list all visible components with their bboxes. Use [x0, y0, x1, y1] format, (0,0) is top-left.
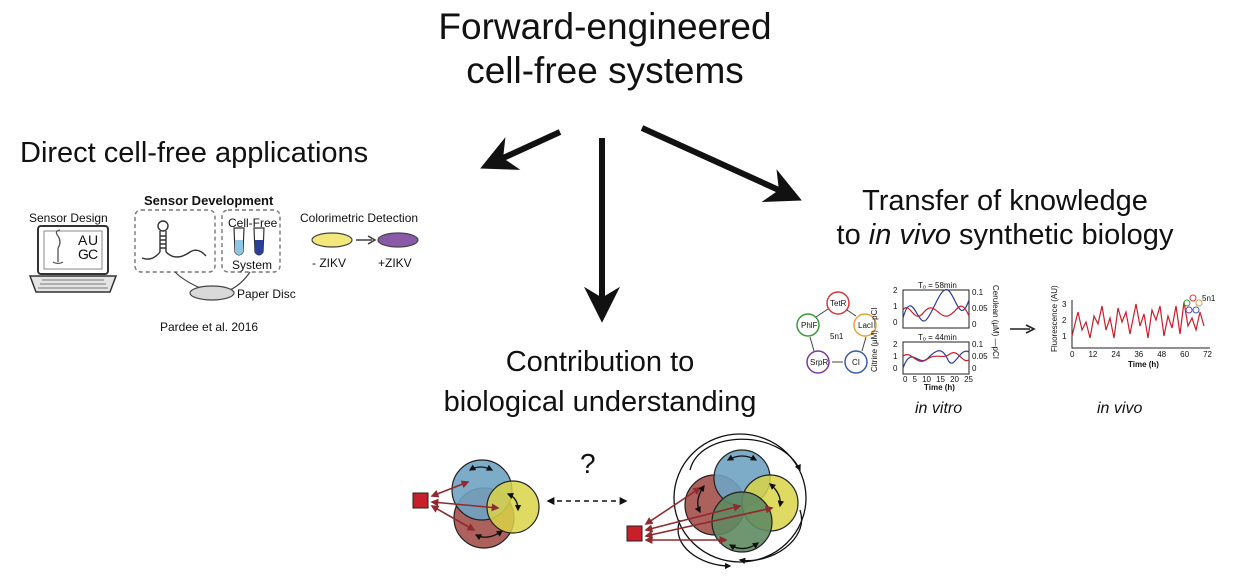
bottom-y-tick-1: 1 [893, 352, 898, 361]
top-y-tick-1: 1 [893, 302, 898, 311]
node-ci-label: CI [852, 358, 860, 367]
sensor-development-label: Sensor Development [144, 193, 274, 208]
vivo-y-tick-2: 2 [1062, 316, 1067, 325]
bottom-yr-tick-0: 0 [972, 364, 977, 373]
node-srpr [806, 350, 830, 374]
arrow-to-direct [480, 129, 562, 170]
letter-c: C [88, 246, 99, 262]
plus-zikv-label: +ZIKV [378, 256, 412, 270]
node-tetr [826, 291, 850, 315]
transfer-line1: Transfer of knowledge [862, 185, 1148, 217]
node-ci [844, 350, 868, 374]
network-center-label: 5n1 [830, 332, 844, 341]
bottom-yr-tick-1: 0.05 [972, 352, 988, 361]
bottom-period-label: Tₒ = 44min [918, 333, 957, 342]
node-laci-label: LacI [858, 321, 874, 330]
node-tetr-label: TetR [830, 299, 847, 308]
sensor-box-right [221, 209, 281, 273]
sensor-design-label: Sensor Design [29, 211, 108, 225]
contribution-line2: biological understanding [443, 386, 757, 418]
page-title: Forward-engineered cell-free systems [0, 5, 1210, 93]
top-yr-tick-0: 0 [972, 320, 977, 329]
system-label: System [232, 258, 273, 272]
bottom-plot-red [902, 352, 970, 362]
arrow-to-transfer [640, 125, 802, 202]
vivo-badge-label: 5n1 [1202, 294, 1216, 303]
direct-applications-label: Direct cell-free applications [20, 137, 369, 169]
letter-g: G [78, 246, 89, 262]
transfer-line2: to in vivo synthetic biology [836, 219, 1174, 251]
question-mark: ? [580, 448, 596, 479]
node-srpr-label: SrpR [810, 358, 829, 367]
laptop-icon [28, 225, 118, 293]
complex-green-circle [711, 491, 773, 553]
simple-input-square [412, 492, 429, 509]
in-vitro-caption: in vitro [915, 400, 963, 417]
tubes-icon [233, 227, 265, 256]
bottom-y-tick-0: 0 [893, 364, 898, 373]
node-phlf [796, 313, 820, 337]
top-plot-red [902, 305, 970, 317]
bottom-y-tick-2: 2 [893, 340, 898, 349]
vivo-plot-trace [1071, 301, 1205, 339]
top-y-tick-2: 2 [893, 286, 898, 295]
top-y-tick-0: 0 [893, 318, 898, 327]
complex-network-circles [684, 449, 799, 553]
title-line1: Forward-engineered [438, 6, 772, 47]
vivo-y-tick-3: 3 [1062, 300, 1067, 309]
complex-input-square [626, 525, 643, 542]
bottom-yr-tick-2: 0.1 [972, 340, 984, 349]
vivo-plot-axes [1071, 300, 1210, 349]
hairpin-icon [141, 220, 207, 260]
in-vivo-caption: in vivo [1097, 400, 1143, 417]
vivo-y-tick-1: 1 [1062, 332, 1067, 341]
vivo-badge-icon [1183, 294, 1203, 314]
top-yr-tick-1: 0.05 [972, 304, 988, 313]
top-yr-tick-2: 0.1 [972, 288, 984, 297]
minus-zikv-label: - ZIKV [312, 256, 347, 270]
letter-a: A [78, 232, 88, 248]
cell-free-label: Cell-Free [228, 216, 278, 230]
letter-u: U [88, 232, 99, 248]
contribution-label: Contribution to biological understanding [410, 342, 790, 422]
paper-disc-label: Paper Disc [237, 287, 296, 301]
transfer-label: Transfer of knowledge to in vivo synthet… [790, 184, 1220, 252]
vivo-x-label: Time (h) [1128, 360, 1159, 369]
top-period-label: Tₒ = 58min [918, 281, 957, 290]
colorimetric-label: Colorimetric Detection [300, 211, 419, 225]
citation: Pardee et al. 2016 [160, 320, 259, 334]
title-line2: cell-free systems [466, 50, 744, 91]
node-laci [853, 313, 877, 337]
yellow-disc-icon [311, 232, 353, 248]
top-plot-blue [902, 289, 970, 322]
contribution-line1: Contribution to [505, 346, 695, 378]
in-vitro-x-label: Time (h) [924, 383, 955, 392]
purple-disc-icon [377, 232, 419, 248]
node-phlf-label: PhlF [801, 321, 818, 330]
repressilator-network [796, 291, 877, 374]
paper-disc-icon [189, 285, 235, 301]
